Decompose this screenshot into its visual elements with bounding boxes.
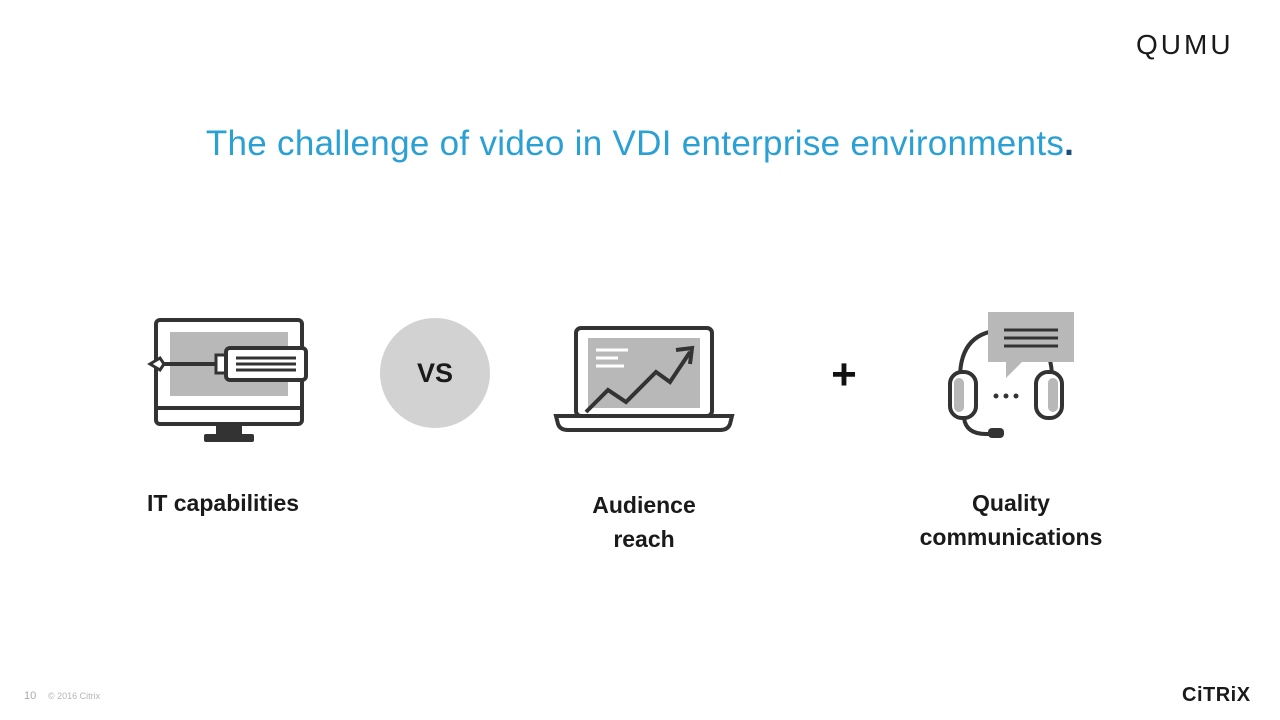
laptop-growth-chart-icon (553, 326, 735, 432)
label-quality-line2: communications (919, 524, 1103, 550)
label-it-capabilities: IT capabilities (110, 486, 336, 520)
page-number: 10 (24, 690, 37, 702)
label-it-capabilities-text: IT capabilities (146, 490, 300, 516)
label-audience-line2: reach (613, 526, 675, 552)
slide-title-period: . (1064, 124, 1075, 163)
qumu-logo-text: QUMU (1136, 29, 1234, 60)
copyright-text: © 2016 Citrix (48, 691, 101, 701)
headset-chat-icon (948, 312, 1074, 438)
slide-title: The challenge of video in VDI enterprise… (0, 124, 1280, 164)
plus-sign: + (831, 350, 857, 399)
vs-label: VS (416, 357, 454, 388)
label-audience-line1: Audience (592, 492, 696, 518)
label-quality-communications: Quality communications (896, 486, 1126, 554)
label-audience-reach: Audience reach (544, 488, 744, 556)
label-quality-line1: Quality (972, 490, 1050, 516)
qumu-logo: QUMU (1136, 28, 1262, 62)
vs-badge: VS (380, 318, 490, 428)
citrix-logo: CiTRiX (1182, 684, 1251, 706)
slide-title-text: The challenge of video in VDI enterprise… (205, 124, 1065, 163)
monitor-screwdriver-icon (147, 318, 308, 442)
